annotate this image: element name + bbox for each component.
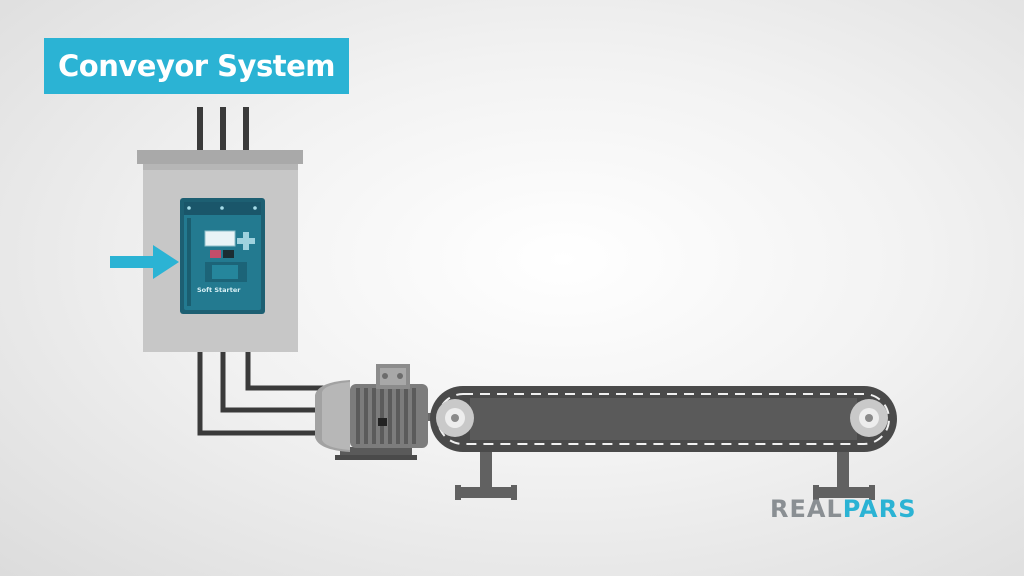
idler-pulley bbox=[850, 399, 888, 437]
conveyor-belt bbox=[430, 386, 897, 452]
soft-starter: Soft Starter bbox=[180, 198, 265, 314]
conveyor-supports bbox=[455, 440, 875, 500]
soft-starter-label: Soft Starter bbox=[197, 286, 241, 294]
arrow-right-icon bbox=[110, 245, 179, 279]
logo-part-pars: PARS bbox=[842, 495, 917, 523]
keypad-icon bbox=[237, 232, 255, 250]
black-indicator bbox=[223, 250, 234, 258]
starter-display bbox=[204, 230, 236, 247]
electric-motor bbox=[315, 364, 444, 460]
drive-pulley bbox=[436, 399, 474, 437]
page-title: Conveyor System bbox=[44, 38, 349, 94]
logo-part-real: REAL bbox=[770, 495, 843, 523]
supply-cables bbox=[197, 107, 249, 159]
motor-cables bbox=[197, 352, 330, 436]
red-indicator bbox=[210, 250, 221, 258]
